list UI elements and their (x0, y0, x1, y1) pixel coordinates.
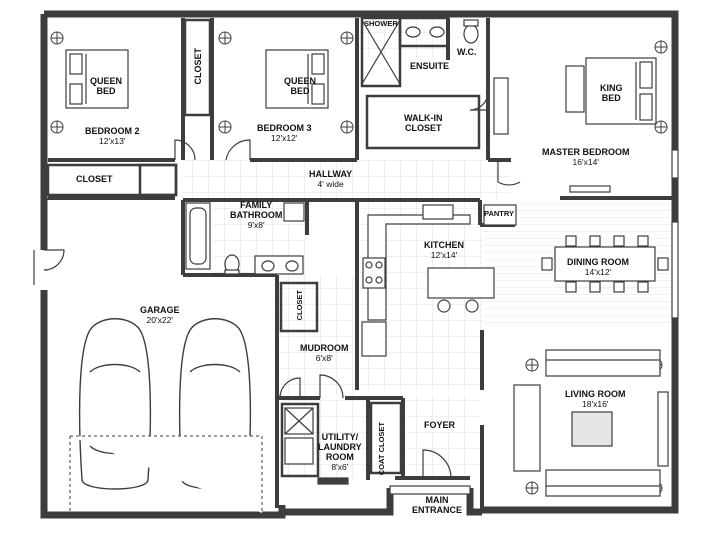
mudroom-name: MUDROOM (300, 343, 349, 353)
bedroom-2-name: BEDROOM 2 (85, 126, 140, 136)
kitchen-name: KITCHEN (424, 240, 464, 250)
utility-room-label: UTILITY/ LAUNDRY ROOM 8'x6' (318, 432, 362, 472)
kitchen-label: KITCHEN 12'x14' (424, 240, 464, 260)
dining-room-name: DINING ROOM (567, 257, 629, 267)
main-entrance-2: ENTRANCE (412, 505, 463, 515)
bed-queen-2 (265, 49, 329, 109)
exterior-walls (40, 10, 679, 519)
garage-name: GARAGE (140, 305, 180, 315)
living-room-label: LIVING ROOM 18'x16' (565, 389, 626, 409)
bath-fixtures (185, 19, 479, 275)
main-entrance-label: MAIN ENTRANCE (412, 495, 462, 515)
closet-bedroom-2-name: CLOSET (76, 174, 113, 184)
closet-bedroom-3-name: CLOSET (193, 48, 203, 85)
king-bed-label: KING BED (600, 83, 623, 103)
mudroom-label: MUDROOM 6'x8' (300, 343, 349, 363)
family-bathroom-name-2: BATHROOM (230, 210, 283, 220)
closet-bedroom-2-label: CLOSET (76, 174, 113, 184)
wc-name: W.C. (457, 47, 477, 57)
master-bedroom-dim: 16'x14' (572, 157, 599, 167)
bedroom-2-dim: 12'x13' (99, 136, 126, 146)
interior-walls (46, 18, 672, 510)
queen-bed-2-line1: QUEEN (284, 76, 317, 86)
garage-cars (69, 318, 263, 513)
foyer-name: FOYER (424, 420, 456, 430)
pantry-name: PANTRY (484, 209, 514, 218)
dining-room-label: DINING ROOM 14'x12' (567, 257, 629, 277)
tv-stand (569, 185, 611, 193)
kitchen-dim: 12'x14' (430, 250, 458, 260)
wc-label: W.C. (457, 47, 477, 57)
hallway-dim: 4' wide (317, 179, 344, 189)
foyer-label: FOYER (424, 420, 455, 430)
hallway-name: HALLWAY (309, 169, 353, 179)
kitchen-fixtures (361, 204, 517, 357)
coat-closet-1: COAT (377, 454, 386, 476)
closet-hall-label: CLOSET (295, 290, 305, 320)
family-bathroom-dim: 9'x8' (247, 220, 265, 230)
closet-bedroom-3-label: CLOSET (193, 48, 203, 85)
family-bathroom-name-1: FAMILY (240, 200, 273, 210)
bedroom-3-dim: 12'x12' (271, 133, 298, 143)
closet-hall-name: CLOSET (295, 290, 304, 321)
master-bedroom-name: MASTER BEDROOM (542, 147, 630, 157)
king-bed-line1: KING (600, 83, 623, 93)
utility-name-3: ROOM (325, 452, 354, 462)
dresser (493, 77, 509, 135)
garage-label: GARAGE 20'x22' (140, 305, 180, 325)
queen-bed-2-line2: BED (290, 86, 310, 96)
dining-room-dim: 14'x12' (584, 267, 612, 277)
utility-name-2: LAUNDRY (318, 442, 362, 452)
ensuite-name: ENSUITE (410, 61, 450, 71)
utility-name-1: UTILITY/ (321, 432, 359, 442)
living-set (513, 349, 669, 497)
walk-in-closet-label: WALK-IN CLOSET (404, 113, 443, 133)
pantry-label: PANTRY (484, 209, 514, 219)
living-room-dim: 18'x16' (582, 399, 609, 409)
family-bathroom-label: FAMILY BATHROOM 9'x8' (230, 200, 282, 230)
bed-queen-1 (65, 49, 129, 109)
mudroom-dim: 6'x8' (315, 353, 333, 363)
bedroom-3-name: BEDROOM 3 (257, 123, 312, 133)
bedroom-3-label: BEDROOM 3 12'x12' (257, 123, 312, 143)
queen-bed-2-label: QUEEN BED (284, 76, 316, 96)
master-bedroom-label: MASTER BEDROOM 16'x14' (542, 147, 630, 167)
bedroom-2-label: BEDROOM 2 12'x13' (85, 126, 140, 146)
king-bed-line2: BED (601, 93, 621, 103)
garage-dim: 20'x22' (146, 315, 173, 325)
walk-in-2: CLOSET (404, 123, 442, 133)
windows (389, 149, 679, 495)
dining-set (541, 235, 669, 293)
door-swings (33, 91, 521, 479)
walk-in-1: WALK-IN (404, 113, 443, 123)
coat-closet-2: CLOSET (377, 422, 386, 453)
queen-bed-1-line1: QUEEN (90, 76, 123, 86)
queen-bed-1-line2: BED (96, 86, 116, 96)
living-room-name: LIVING ROOM (565, 389, 626, 399)
coat-closet-label: COAT CLOSET (377, 422, 387, 475)
shower-label: SHOWER (364, 19, 398, 29)
main-entrance-1: MAIN (425, 495, 449, 505)
shower-name: SHOWER (364, 19, 398, 28)
closet-walls (46, 16, 481, 478)
bed-king (565, 57, 657, 125)
laundry-machines (284, 407, 349, 485)
hallway-label: HALLWAY 4' wide (309, 169, 352, 189)
utility-dim: 8'x6' (331, 462, 349, 472)
ensuite-label: ENSUITE (410, 61, 449, 71)
queen-bed-1-label: QUEEN BED (90, 76, 122, 96)
